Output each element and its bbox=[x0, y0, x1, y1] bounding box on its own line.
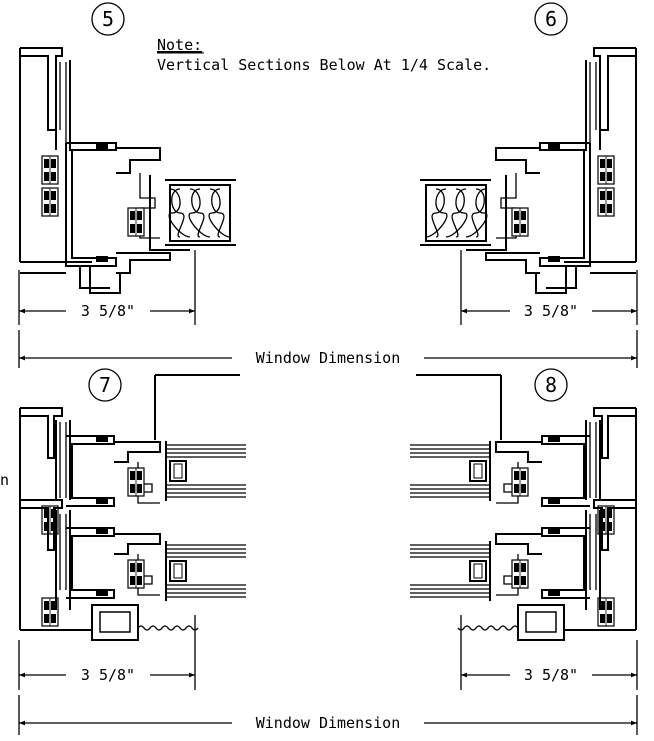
detail-8-section bbox=[409, 374, 637, 641]
dimension-7: 3 5/8" bbox=[18, 615, 196, 690]
dimension-5: 3 5/8" bbox=[18, 250, 196, 325]
detail-5-label: 5 bbox=[102, 7, 114, 31]
window-dimension-top: Window Dimension bbox=[18, 330, 638, 368]
window-dimension-bottom: Window Dimension bbox=[18, 695, 638, 735]
note-heading: Note: bbox=[157, 36, 202, 54]
detail-6-callout: 6 bbox=[534, 2, 568, 36]
dimension-6-text: 3 5/8" bbox=[524, 302, 578, 320]
dimension-5-text: 3 5/8" bbox=[81, 302, 135, 320]
detail-7-callout: 7 bbox=[88, 368, 122, 402]
detail-8-callout: 8 bbox=[534, 368, 568, 402]
detail-7-label: 7 bbox=[99, 373, 111, 397]
detail-5-section bbox=[19, 48, 236, 293]
detail-7-section bbox=[19, 374, 247, 641]
detail-8-label: 8 bbox=[545, 373, 557, 397]
detail-5-callout: 5 bbox=[91, 2, 125, 36]
note-body: Vertical Sections Below At 1/4 Scale. bbox=[157, 56, 491, 74]
dimension-8: 3 5/8" bbox=[460, 615, 638, 690]
clipped-left-text: n bbox=[0, 471, 9, 489]
dimension-7-text: 3 5/8" bbox=[81, 666, 135, 684]
detail-6-label: 6 bbox=[545, 7, 557, 31]
scale-note: Note: Vertical Sections Below At 1/4 Sca… bbox=[157, 36, 491, 74]
detail-6-section bbox=[420, 48, 637, 293]
dimension-8-text: 3 5/8" bbox=[524, 666, 578, 684]
window-dimension-bottom-text: Window Dimension bbox=[256, 714, 401, 732]
dimension-6: 3 5/8" bbox=[460, 250, 638, 325]
window-dimension-top-text: Window Dimension bbox=[256, 349, 401, 367]
